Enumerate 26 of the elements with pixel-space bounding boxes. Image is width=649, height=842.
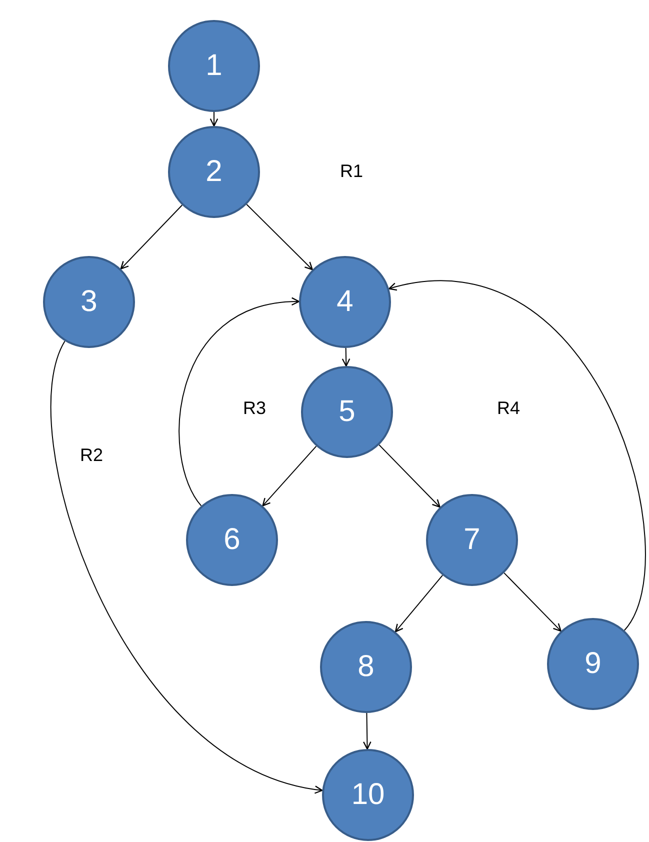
arrow (504, 572, 562, 632)
node-number: 7 (464, 525, 480, 555)
region-label: R4 (497, 399, 520, 417)
arrow (50, 340, 323, 793)
node-number: 1 (206, 51, 222, 81)
arrow (378, 444, 440, 508)
node-number: 6 (224, 525, 240, 555)
arrow (342, 348, 350, 367)
arrow (388, 280, 646, 631)
region-label: R1 (340, 162, 364, 180)
arrow (120, 204, 183, 270)
arrow (210, 112, 218, 127)
node-number: 9 (584, 649, 602, 679)
node-number: 2 (206, 157, 222, 187)
region-label: R3 (243, 399, 266, 417)
arrow (394, 574, 444, 632)
arrow (178, 298, 300, 506)
node-number: 8 (358, 652, 374, 682)
node-number: 5 (338, 397, 356, 427)
arrow (246, 204, 313, 270)
region-label: R2 (80, 446, 104, 464)
arrow (262, 446, 317, 506)
node-number: 10 (351, 780, 385, 810)
node-number: 4 (336, 287, 354, 317)
node-number: 3 (80, 287, 98, 317)
arrow (362, 712, 372, 750)
